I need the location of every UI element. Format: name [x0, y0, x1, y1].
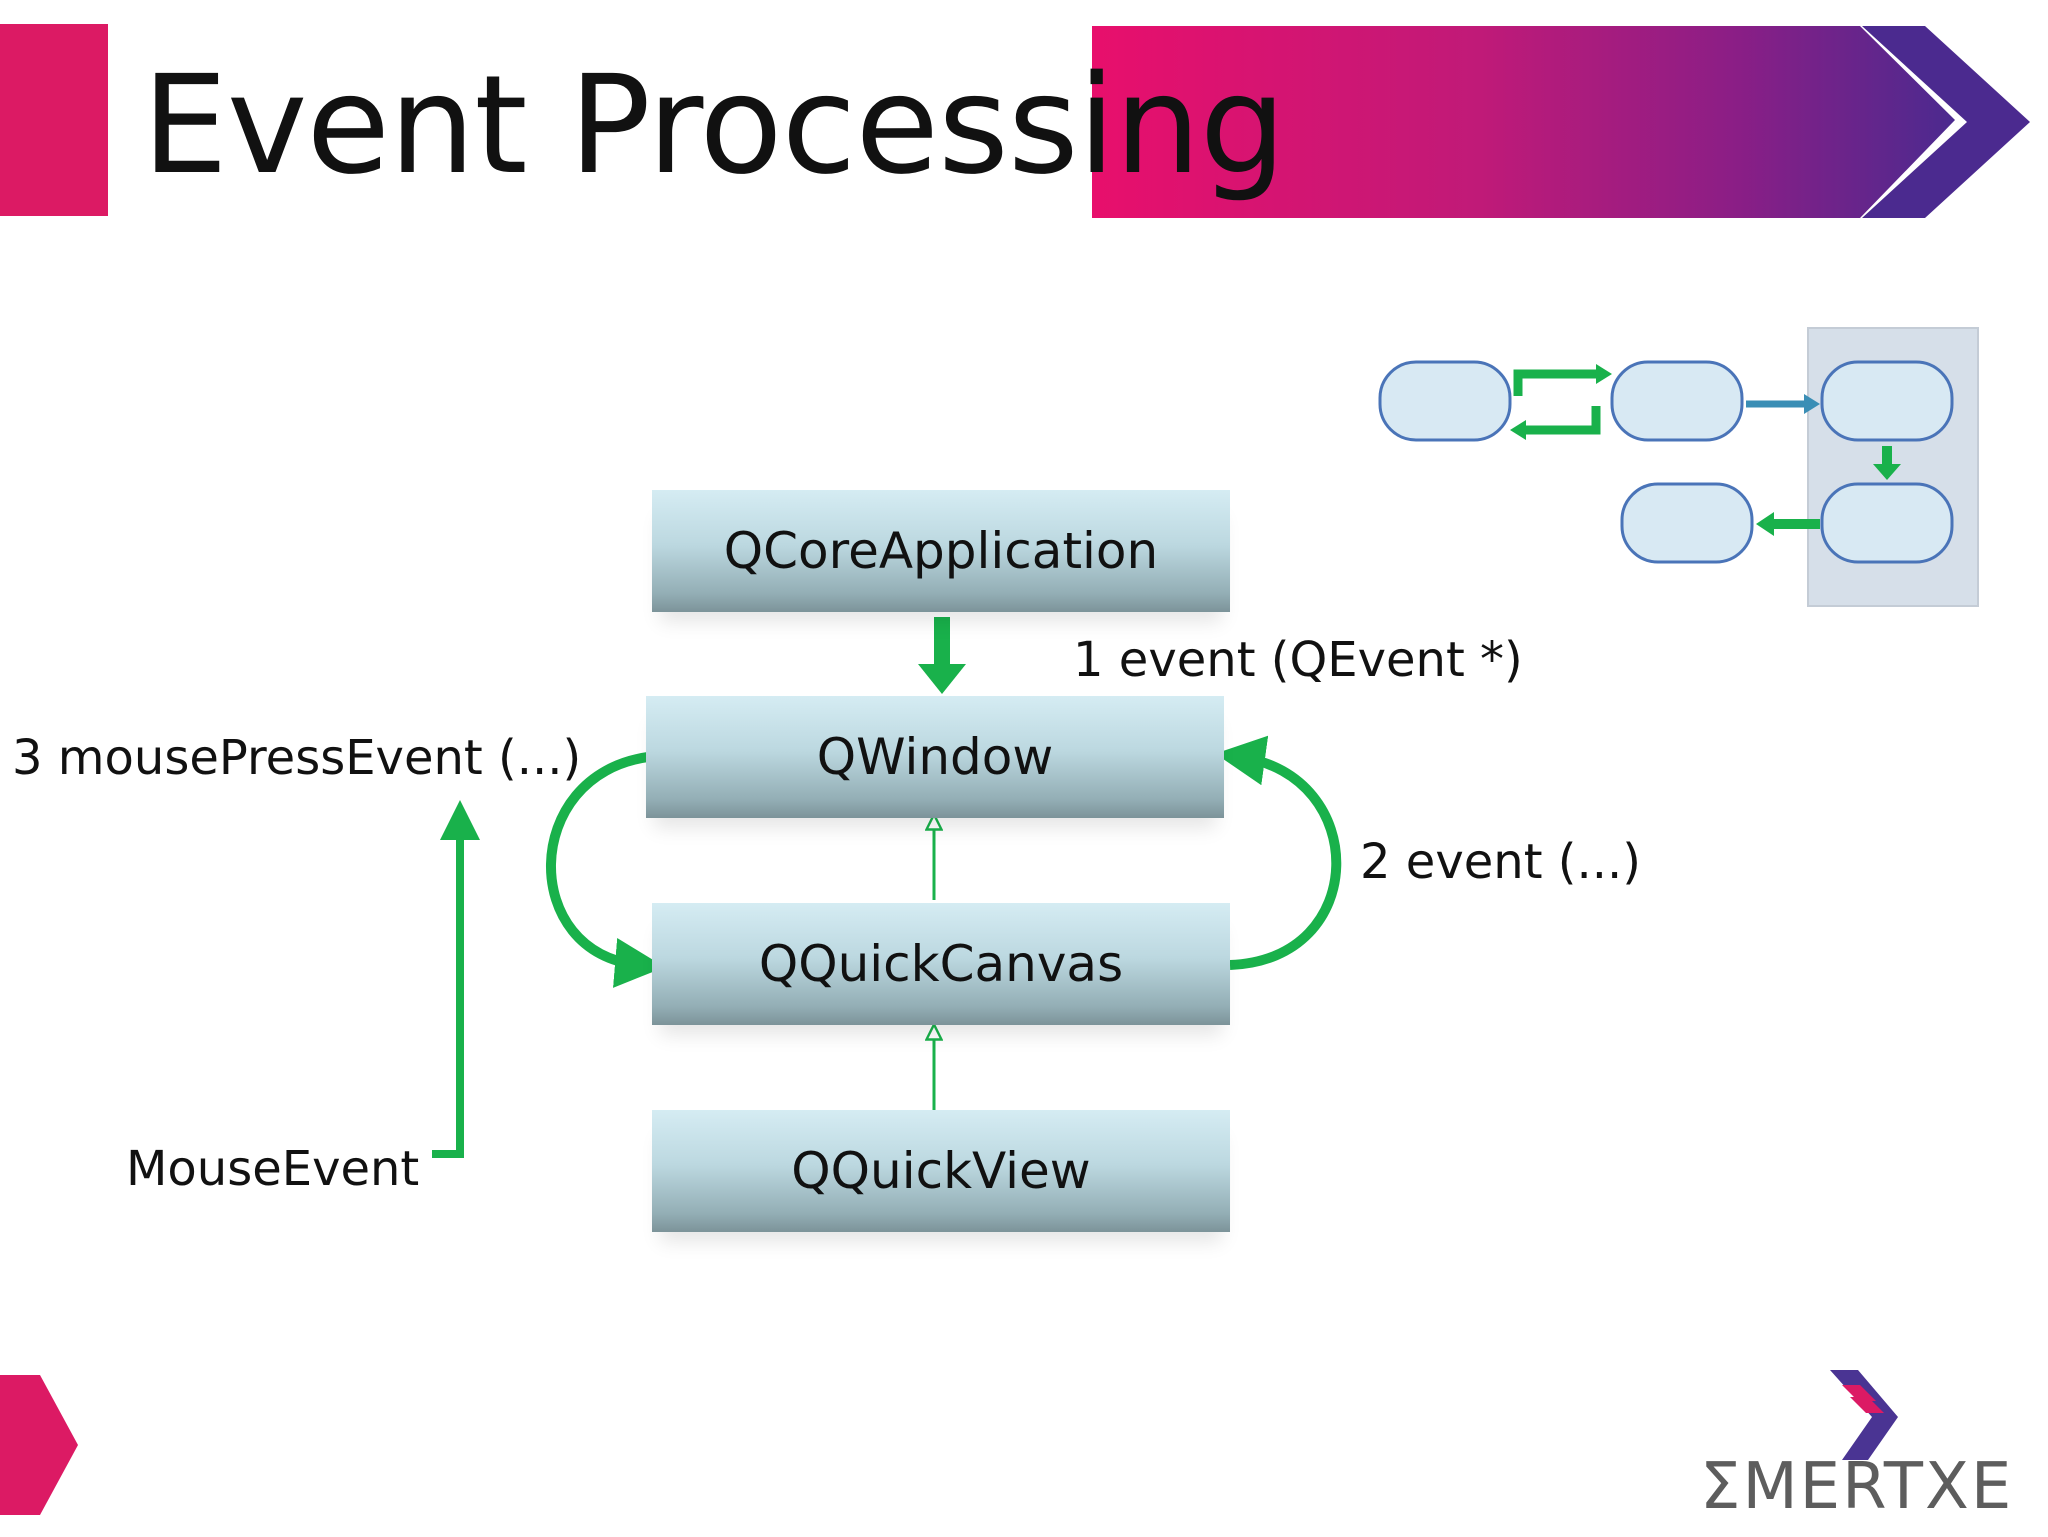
logo-text: ΣMERTXE	[1700, 1450, 2014, 1524]
mini-node	[1378, 360, 1512, 442]
label-step2: 2 event (...)	[1360, 834, 1641, 890]
mini-node	[1820, 482, 1954, 564]
arrow-canvas-to-window-curve	[1215, 735, 1342, 970]
mini-loop-arrow-bottom	[1522, 406, 1601, 435]
mini-loop-arrowhead-bottom	[1510, 420, 1526, 440]
label-mouse-event: MouseEvent	[126, 1141, 420, 1197]
label-step3: 3 mousePressEvent (...)	[12, 730, 582, 786]
mini-arrowhead-left	[1756, 512, 1774, 536]
node-qcoreapplication: QCoreApplication	[652, 490, 1230, 612]
mini-arrow-down	[1882, 446, 1892, 466]
logo-mark	[1830, 1370, 1898, 1460]
arrow-window-to-canvas-curve	[546, 752, 665, 988]
mini-loop-arrowhead-top	[1596, 364, 1612, 384]
mini-node	[1820, 360, 1954, 442]
left-accent-bar	[0, 24, 108, 216]
mini-arrowhead-down	[1873, 464, 1901, 480]
arrow-core-to-window	[918, 617, 966, 694]
label-step1: 1 event (QEvent *)	[1073, 632, 1523, 688]
mini-node	[1610, 360, 1744, 442]
header-chevron	[1862, 26, 2030, 218]
slide-title: Event Processing	[142, 47, 1286, 205]
mini-flow-thumbnail	[1378, 327, 1979, 607]
mini-loop-arrow-top	[1513, 369, 1600, 396]
mini-node	[1620, 482, 1754, 564]
footer-accent	[0, 1375, 78, 1515]
node-qwindow: QWindow	[646, 696, 1224, 818]
node-qquickcanvas: QQuickCanvas	[652, 903, 1230, 1025]
arrow-mouse-event	[432, 800, 480, 1158]
header-decoration	[0, 24, 2030, 218]
mini-arrowhead-right	[1804, 394, 1820, 414]
node-qquickview: QQuickView	[652, 1110, 1230, 1232]
header-banner	[1092, 26, 1955, 218]
